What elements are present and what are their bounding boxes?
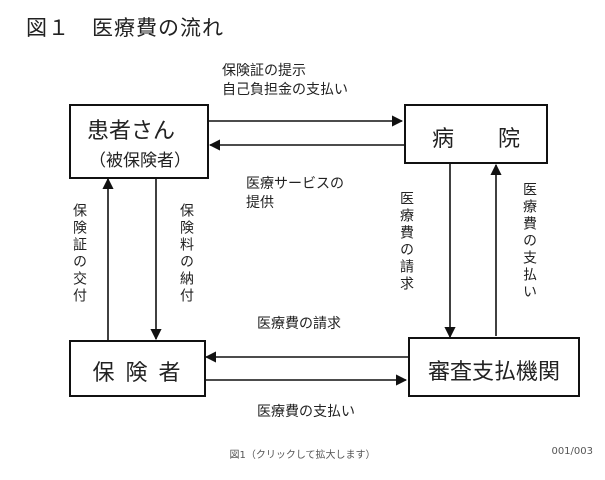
page-counter: 001/003 <box>551 446 593 457</box>
label-hospital-to-patient-2: 提供 <box>246 195 274 211</box>
node-insurer-name: 保 険 者 <box>92 361 183 386</box>
node-patient: 患者さん （被保険者） <box>69 104 209 179</box>
figure-title-text: 医療費の流れ <box>92 16 224 40</box>
node-hospital-name: 病 院 <box>431 127 520 152</box>
label-hospital-to-patient-1: 医療サービスの <box>246 176 344 192</box>
label-insurer-to-review: 医療費の支払い <box>257 404 355 420</box>
label-review-to-hospital: 医療費の支払い <box>521 182 537 301</box>
label-patient-to-insurer: 保険料の納付 <box>178 203 194 305</box>
node-patient-name: 患者さん <box>87 119 176 144</box>
label-insurer-to-patient: 保険証の交付 <box>71 203 87 305</box>
label-hospital-to-review: 医療費の請求 <box>398 191 414 293</box>
figure-number: 図１ <box>26 16 70 40</box>
label-review-to-insurer: 医療費の請求 <box>257 316 341 332</box>
node-hospital: 病 院 <box>404 104 548 164</box>
label-patient-to-hospital-2: 自己負担金の支払い <box>222 82 348 98</box>
node-review-name: 審査支払機関 <box>427 360 560 385</box>
node-patient-sub: （被保険者） <box>89 151 191 171</box>
figure-caption-link[interactable]: 図1（クリックして拡大します） <box>229 450 376 461</box>
label-patient-to-hospital-1: 保険証の提示 <box>222 63 306 79</box>
node-review: 審査支払機関 <box>408 337 580 397</box>
node-insurer: 保 険 者 <box>69 340 206 397</box>
figure-title: 図１ 医療費の流れ <box>26 12 224 42</box>
